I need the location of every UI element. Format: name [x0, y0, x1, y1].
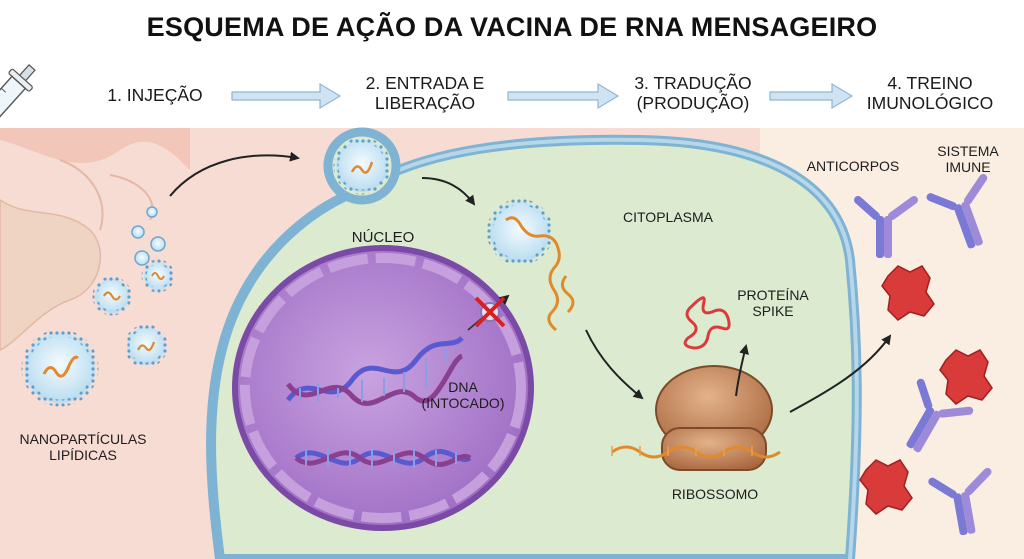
- step-1-line-1: 1. INJEÇÃO: [107, 85, 203, 105]
- nucleus-label: NÚCLEO: [351, 229, 415, 246]
- step-3-line-2: (PRODUÇÃO): [636, 92, 750, 113]
- release-arrow: [421, 177, 476, 206]
- nanoparticles-line-1: NANOPARTÍCULAS: [19, 431, 147, 447]
- mrna-strand: [561, 275, 575, 314]
- spike-protein-icon: [859, 265, 993, 515]
- title-band: [0, 0, 1024, 128]
- dna-helix-icon: [285, 336, 464, 406]
- dna-helix-icon: [294, 448, 472, 468]
- step-4-line-2: IMUNOLÓGICO: [866, 92, 994, 113]
- antibody-icon: [906, 378, 974, 453]
- skin-layers: [0, 128, 190, 351]
- lipid-nanoparticle-icon: [21, 259, 175, 407]
- step-arrow-2: [507, 82, 620, 110]
- antibody-icon: [928, 467, 992, 536]
- spike-protein-label: PROTEÍNA SPIKE: [718, 287, 828, 319]
- antibody-icon: [926, 174, 988, 249]
- step-3-label: 3. TRADUÇÃO (PRODUÇÃO): [618, 73, 768, 113]
- spike-line-2: SPIKE: [752, 302, 794, 319]
- step-2-label: 2. ENTRADA E LIBERAÇÃO: [345, 73, 505, 113]
- blocked-cross-icon: [467, 294, 510, 331]
- immune-arrow: [789, 334, 892, 413]
- endocytic-vesicle: [323, 127, 401, 205]
- dna-line-2: (INTOCADO): [421, 394, 505, 411]
- ribosome-icon: [611, 365, 781, 471]
- spike-line-1: PROTEÍNA: [737, 287, 809, 303]
- step-4-label: 4. TREINO IMUNOLÓGICO: [850, 73, 1010, 113]
- diagram-title: ESQUEMA DE AÇÃO DA VACINA DE RNA MENSAGE…: [146, 12, 878, 42]
- ribosome-label: RIBOSSOMO: [671, 486, 759, 502]
- step-3-line-1: 3. TRADUÇÃO: [634, 73, 752, 93]
- antibody-icon: [854, 196, 918, 258]
- step-1-label: 1. INJEÇÃO: [70, 85, 240, 106]
- dna-label: DNA (INTOCADO): [398, 379, 528, 411]
- step-2-line-1: 2. ENTRADA E: [365, 73, 485, 93]
- translation-arrow: [585, 329, 644, 400]
- immune-system-line-2: IMUNE: [945, 158, 991, 175]
- released-nanoparticle: [487, 199, 561, 332]
- step-2-line-2: LIBERAÇÃO: [374, 92, 476, 113]
- spike-protein-icon: [683, 296, 731, 350]
- nanoparticle-droplets: [131, 206, 166, 266]
- dna-line-1: DNA: [448, 379, 478, 395]
- step-arrow-3: [769, 82, 854, 110]
- step-arrows: [231, 82, 854, 110]
- step-4-line-1: 4. TREINO: [887, 73, 973, 93]
- immune-system-label: SISTEMA IMUNE: [918, 143, 1018, 175]
- cytoplasm-label: CITOPLASMA: [623, 209, 713, 225]
- antibodies-label: ANTICORPOS: [806, 158, 900, 174]
- entry-arrow: [169, 151, 300, 197]
- synthesis-arrow: [735, 344, 749, 397]
- nanoparticles-label: NANOPARTÍCULAS LIPÍDICAS: [8, 431, 158, 463]
- immune-system-line-1: SISTEMA: [937, 143, 999, 159]
- nanoparticles-line-2: LIPÍDICAS: [49, 446, 117, 463]
- syringe-icon: [0, 64, 36, 152]
- step-arrow-1: [231, 82, 342, 110]
